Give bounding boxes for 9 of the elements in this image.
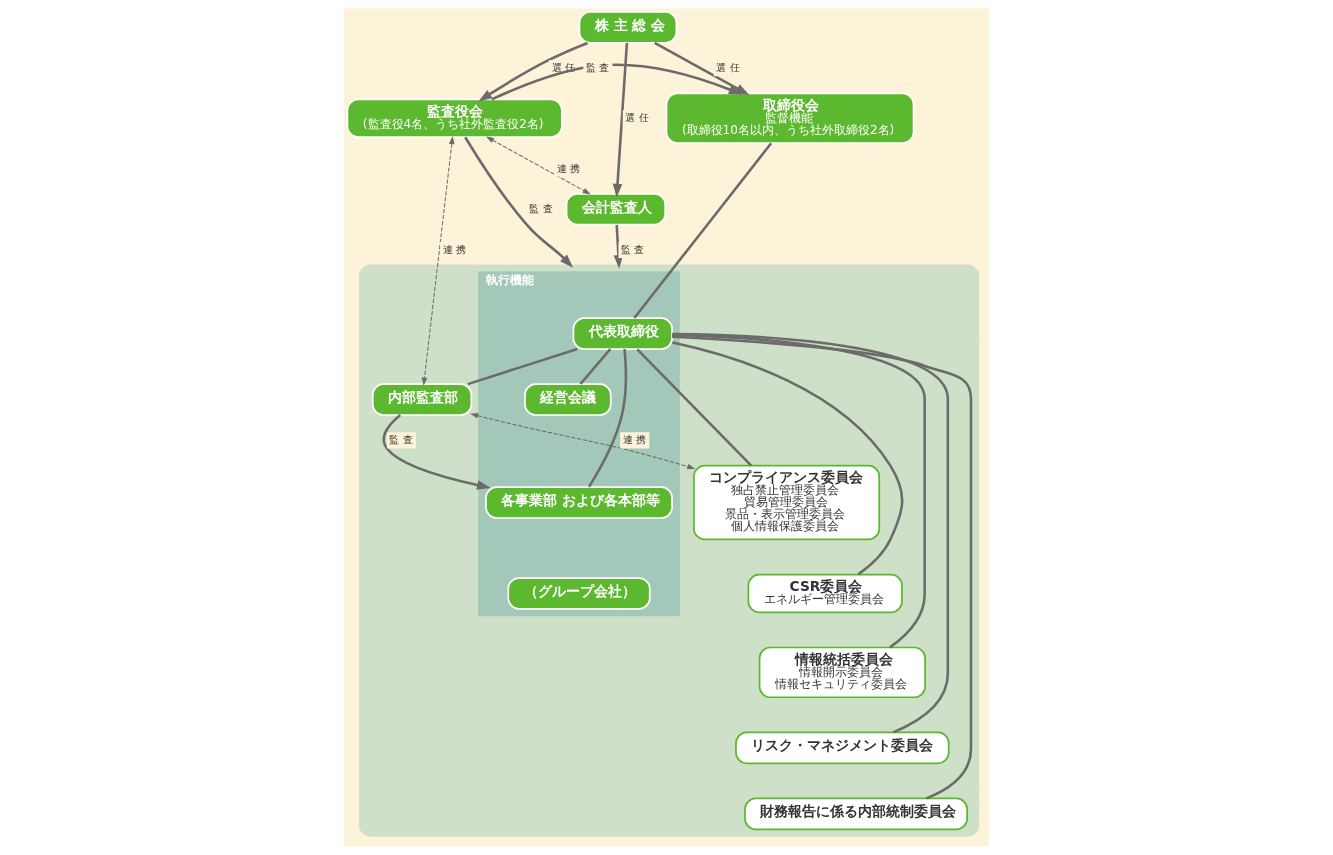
edge-label: 連 携 <box>622 433 647 446</box>
edge-label: 監 査 <box>621 243 645 256</box>
edge-label: 監 査 <box>389 433 413 446</box>
edge-label: 監 査 <box>585 61 610 74</box>
edge-label: 連 携 <box>442 243 466 256</box>
edge-label: 選 任 <box>716 61 740 74</box>
edge-label: 連 携 <box>556 161 580 174</box>
edge-label: 監 査 <box>529 202 553 215</box>
edge-label: 選 任 <box>625 111 649 124</box>
